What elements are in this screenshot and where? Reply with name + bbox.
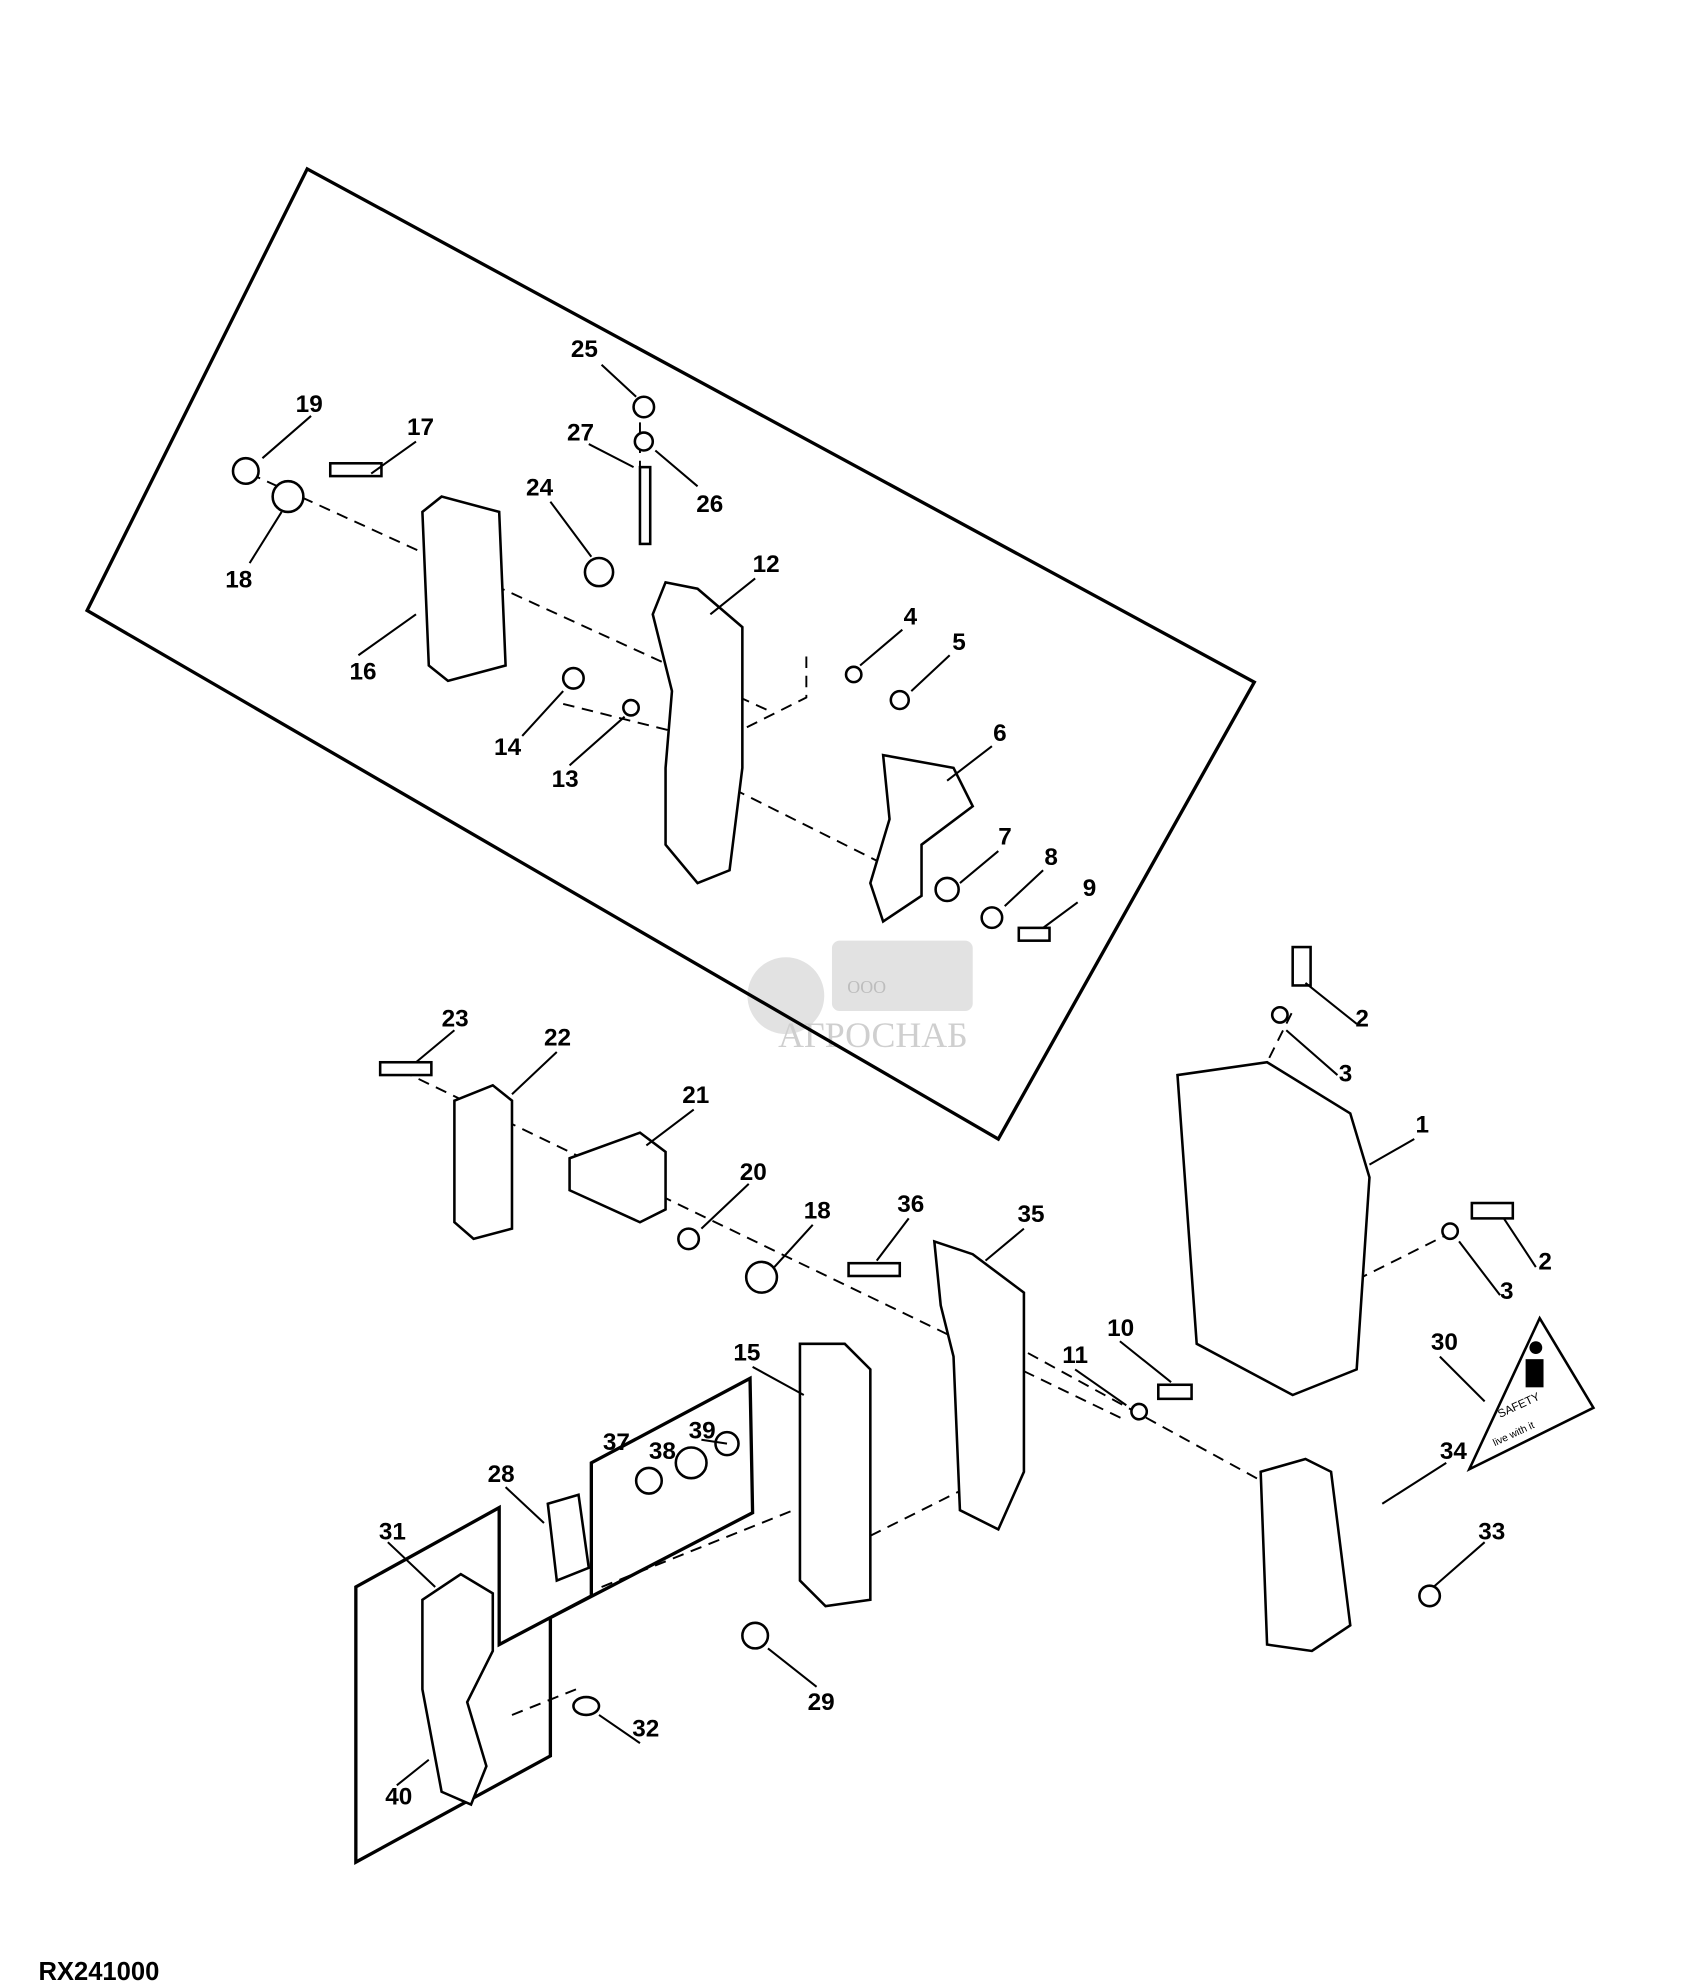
part-16-latch-plate bbox=[421, 495, 507, 683]
part-17 bbox=[328, 462, 383, 478]
callout: 2 bbox=[1538, 1249, 1552, 1276]
part-2-lower bbox=[1470, 1201, 1515, 1220]
callout: 27 bbox=[567, 419, 594, 446]
callout: 32 bbox=[632, 1716, 659, 1743]
part-11 bbox=[1130, 1402, 1149, 1421]
part-29 bbox=[741, 1621, 770, 1650]
part-37 bbox=[634, 1466, 664, 1495]
callout: 34 bbox=[1440, 1438, 1468, 1465]
part-2-upper bbox=[1291, 945, 1312, 987]
callout: 39 bbox=[689, 1418, 716, 1445]
part-30-safety-decal: SAFETY live with it bbox=[1466, 1315, 1596, 1472]
callout: 9 bbox=[1083, 875, 1097, 902]
callout: 7 bbox=[998, 824, 1012, 851]
part-20 bbox=[677, 1227, 701, 1251]
leader-lines bbox=[248, 363, 1537, 1787]
part-40-handle bbox=[421, 1572, 495, 1807]
callout: 36 bbox=[897, 1191, 924, 1218]
callout: 26 bbox=[696, 491, 723, 518]
callout: 20 bbox=[740, 1159, 767, 1186]
callout: 31 bbox=[379, 1519, 406, 1546]
callout: 37 bbox=[603, 1429, 630, 1456]
callout: 14 bbox=[494, 734, 522, 761]
part-19 bbox=[231, 456, 260, 486]
callout: 25 bbox=[571, 336, 598, 363]
part-3-upper bbox=[1270, 1005, 1289, 1024]
callout: 11 bbox=[1062, 1342, 1088, 1369]
callout: 4 bbox=[904, 604, 918, 631]
part-14 bbox=[561, 666, 585, 690]
callout: 8 bbox=[1044, 844, 1058, 871]
callout: 38 bbox=[649, 1438, 676, 1465]
callout: 18 bbox=[225, 566, 252, 593]
callout: 28 bbox=[488, 1461, 515, 1488]
callout: 3 bbox=[1500, 1278, 1514, 1305]
part-35-lever bbox=[932, 1239, 1026, 1532]
callout: 13 bbox=[552, 766, 579, 793]
part-8 bbox=[980, 906, 1004, 930]
callout: 15 bbox=[733, 1339, 760, 1366]
part-36 bbox=[847, 1261, 902, 1278]
part-9 bbox=[1017, 926, 1051, 942]
callout: 33 bbox=[1478, 1519, 1505, 1546]
part-13 bbox=[622, 698, 640, 717]
part-24 bbox=[583, 556, 615, 588]
part-28-escutcheon bbox=[546, 1493, 591, 1583]
part-4 bbox=[844, 665, 863, 684]
watermark-prefix: ООО bbox=[847, 977, 886, 997]
part-18-lower bbox=[744, 1260, 779, 1294]
callout: 5 bbox=[952, 629, 966, 656]
part-10 bbox=[1157, 1383, 1193, 1401]
callout: 29 bbox=[808, 1689, 835, 1716]
part-1-cover bbox=[1176, 1060, 1371, 1397]
watermark-logo: АГРОСНАБ ООО bbox=[747, 940, 973, 1055]
part-12-lever bbox=[651, 580, 744, 885]
part-22-bracket bbox=[453, 1083, 514, 1241]
callout: 18 bbox=[804, 1197, 831, 1224]
callout-labels: 25 19 17 27 26 24 18 12 16 4 5 14 13 6 7… bbox=[225, 336, 1552, 1810]
callout: 2 bbox=[1355, 1005, 1369, 1032]
figure-id: RX241000 bbox=[38, 1958, 159, 1985]
part-23 bbox=[378, 1060, 433, 1077]
subassembly-frame-handle bbox=[354, 1375, 755, 1865]
callout: 19 bbox=[296, 391, 323, 418]
callout: 10 bbox=[1107, 1315, 1134, 1342]
subassembly-frame-upper bbox=[84, 166, 1257, 1142]
part-25 bbox=[632, 395, 656, 419]
callout: 22 bbox=[544, 1025, 571, 1052]
part-33 bbox=[1418, 1584, 1442, 1608]
watermark-name: АГРОСНАБ bbox=[778, 1015, 967, 1055]
part-27 bbox=[638, 465, 652, 546]
callout: 21 bbox=[682, 1082, 709, 1109]
part-6-handle-lever bbox=[868, 753, 975, 924]
callout: 23 bbox=[442, 1005, 469, 1032]
callout: 6 bbox=[993, 720, 1007, 747]
part-32 bbox=[572, 1695, 601, 1717]
parts: SAFETY live with it bbox=[231, 395, 1596, 1807]
part-3-lower bbox=[1441, 1222, 1460, 1241]
part-34-latch bbox=[1259, 1457, 1352, 1653]
part-5 bbox=[889, 689, 911, 711]
callout: 24 bbox=[526, 474, 554, 501]
part-15-plate bbox=[798, 1342, 872, 1608]
part-38 bbox=[674, 1446, 708, 1480]
callout: 16 bbox=[349, 659, 376, 686]
callout: 3 bbox=[1339, 1060, 1353, 1087]
callout: 40 bbox=[385, 1784, 412, 1811]
part-21-bracket bbox=[568, 1131, 667, 1224]
callout: 1 bbox=[1416, 1112, 1430, 1139]
callout: 12 bbox=[753, 551, 780, 578]
callout: 30 bbox=[1431, 1329, 1458, 1356]
part-7 bbox=[934, 876, 960, 903]
callout: 17 bbox=[407, 414, 434, 441]
part-39 bbox=[714, 1430, 740, 1457]
callout: 35 bbox=[1018, 1201, 1045, 1228]
part-18-upper bbox=[271, 479, 305, 514]
part-26 bbox=[633, 431, 655, 452]
